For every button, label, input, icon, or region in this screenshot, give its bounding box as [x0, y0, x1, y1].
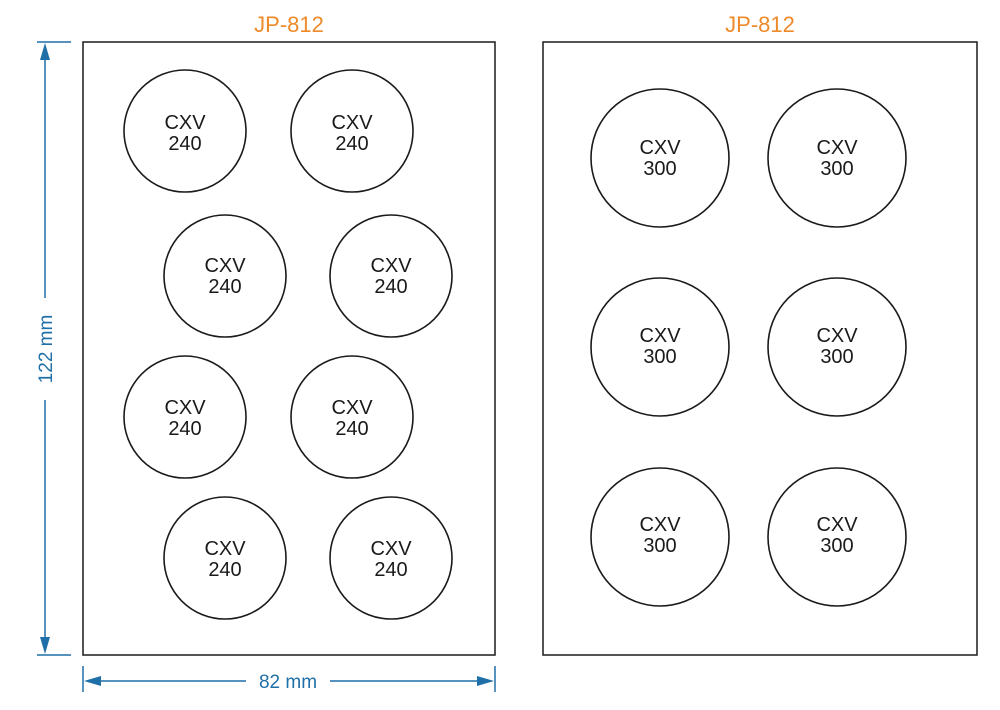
slot-left-4: CXV 240 — [329, 214, 453, 338]
height-label: 122 mm — [36, 315, 57, 384]
tray-left: JP-812 CXV 240 CXV 240 CXV 240 CXV 240 C… — [82, 12, 496, 656]
slot-circle — [163, 214, 287, 338]
slot-circle — [123, 69, 247, 193]
slot-type: CXV — [816, 137, 858, 159]
arrow-left-icon — [84, 676, 101, 686]
slot-type: CXV — [639, 325, 681, 347]
slot-circle — [767, 88, 907, 228]
slot-type: CXV — [204, 255, 246, 277]
slot-left-7: CXV 240 — [163, 496, 287, 620]
slot-size: 240 — [335, 418, 368, 440]
slot-type: CXV — [164, 397, 206, 419]
slot-type: CXV — [639, 137, 681, 159]
width-label: 82 mm — [259, 672, 317, 693]
slot-size: 240 — [208, 276, 241, 298]
arrow-down-icon — [40, 637, 50, 654]
tray-right: JP-812 CXV 300 CXV 300 CXV 300 CXV 300 C… — [542, 12, 978, 656]
slot-size: 300 — [643, 346, 676, 368]
slot-size: 240 — [374, 559, 407, 581]
slot-circle — [290, 69, 414, 193]
slot-right-1: CXV 300 — [590, 88, 730, 228]
slot-right-2: CXV 300 — [767, 88, 907, 228]
arrow-up-icon — [40, 43, 50, 60]
slot-size: 240 — [335, 133, 368, 155]
slot-left-5: CXV 240 — [123, 355, 247, 479]
slot-type: CXV — [370, 538, 412, 560]
slot-circle — [329, 496, 453, 620]
slot-type: CXV — [204, 538, 246, 560]
slot-left-8: CXV 240 — [329, 496, 453, 620]
slot-left-2: CXV 240 — [290, 69, 414, 193]
tray-left-frame — [82, 41, 496, 656]
slot-type: CXV — [816, 514, 858, 536]
slot-circle — [123, 355, 247, 479]
arrow-right-icon — [477, 676, 494, 686]
slot-size: 300 — [820, 346, 853, 368]
tray-right-title: JP-812 — [725, 12, 795, 37]
tray-left-title: JP-812 — [254, 12, 324, 37]
slot-right-4: CXV 300 — [767, 277, 907, 417]
slot-circle — [767, 467, 907, 607]
slot-size: 240 — [168, 418, 201, 440]
slot-left-1: CXV 240 — [123, 69, 247, 193]
slot-size: 300 — [643, 535, 676, 557]
slot-right-5: CXV 300 — [590, 467, 730, 607]
slot-right-3: CXV 300 — [590, 277, 730, 417]
slot-circle — [329, 214, 453, 338]
slot-circle — [590, 467, 730, 607]
width-dimension: 82 mm — [82, 666, 496, 693]
slot-type: CXV — [164, 112, 206, 134]
slot-circle — [767, 277, 907, 417]
slot-left-6: CXV 240 — [290, 355, 414, 479]
slot-type: CXV — [331, 397, 373, 419]
slot-type: CXV — [639, 514, 681, 536]
slot-circle — [290, 355, 414, 479]
height-dimension: 122 mm — [36, 41, 71, 656]
slot-circle — [590, 88, 730, 228]
slot-circle — [590, 277, 730, 417]
slot-size: 300 — [820, 158, 853, 180]
slot-type: CXV — [816, 325, 858, 347]
slot-type: CXV — [331, 112, 373, 134]
slot-left-3: CXV 240 — [163, 214, 287, 338]
slot-size: 240 — [168, 133, 201, 155]
slot-size: 300 — [820, 535, 853, 557]
slot-right-6: CXV 300 — [767, 467, 907, 607]
slot-size: 240 — [208, 559, 241, 581]
slot-size: 300 — [643, 158, 676, 180]
slot-circle — [163, 496, 287, 620]
slot-type: CXV — [370, 255, 412, 277]
tray-right-frame — [542, 41, 978, 656]
slot-size: 240 — [374, 276, 407, 298]
